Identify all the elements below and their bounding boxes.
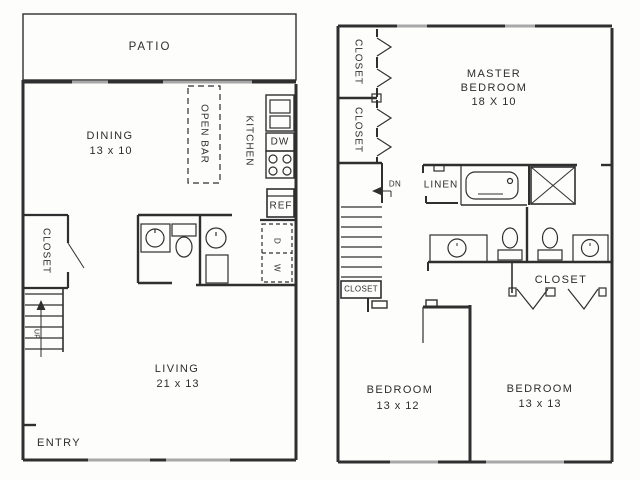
dining-dims: 13 x 10 bbox=[89, 145, 133, 157]
bifold-door bbox=[376, 37, 393, 57]
patio-label: PATIO bbox=[128, 41, 172, 53]
open-bar-counter bbox=[187, 85, 221, 184]
bifold-door bbox=[376, 68, 393, 88]
stair-closet bbox=[340, 280, 388, 312]
stairs-down-label: DN bbox=[388, 179, 402, 189]
kitchen-label: KITCHEN bbox=[243, 115, 255, 167]
closet-label-f1: CLOSET bbox=[40, 227, 52, 275]
toilet bbox=[537, 227, 563, 261]
hall-closet-label: CLOSET bbox=[534, 274, 588, 286]
entry-closet bbox=[23, 213, 70, 290]
bath-row bbox=[422, 163, 612, 206]
dining-label: DINING bbox=[86, 130, 134, 142]
bedroom3-dims: 13 x 13 bbox=[518, 398, 562, 410]
door-swing bbox=[67, 242, 85, 269]
bifold-door bbox=[516, 288, 549, 310]
master-bedroom-label-2: BEDROOM bbox=[460, 82, 528, 94]
water-heater bbox=[205, 227, 227, 249]
toilet bbox=[497, 227, 523, 261]
dryer-label: D bbox=[272, 237, 282, 245]
stair-closet-label: CLOSET bbox=[344, 284, 378, 294]
refrigerator-box bbox=[266, 188, 295, 218]
vanity-row bbox=[427, 207, 612, 271]
linen-door-jamb bbox=[433, 164, 445, 172]
second-floor-walls bbox=[336, 24, 614, 464]
bedroom3-label: BEDROOM bbox=[506, 383, 574, 395]
first-floor bbox=[21, 13, 298, 462]
washer-dryer-stack bbox=[261, 223, 293, 283]
bathroom-sink bbox=[140, 223, 171, 253]
bath-walls bbox=[136, 213, 296, 287]
door-jamb bbox=[425, 299, 438, 308]
washer-label: W bbox=[272, 264, 282, 272]
closet-upper bbox=[376, 29, 393, 97]
bedroom-divider bbox=[422, 299, 472, 462]
kitchen-sink bbox=[265, 94, 295, 132]
master-bedroom-dims: 18 X 10 bbox=[471, 96, 517, 108]
open-bar-label: OPEN BAR bbox=[198, 104, 210, 164]
refrigerator-label: REF bbox=[269, 200, 293, 212]
bifold-door bbox=[376, 137, 393, 157]
dishwasher-label: DW bbox=[270, 136, 290, 148]
entry-label: ENTRY bbox=[36, 437, 82, 449]
closet-upper-label: CLOSET bbox=[352, 38, 364, 86]
hall-closet bbox=[508, 262, 607, 311]
bedroom2-dims: 13 x 12 bbox=[376, 400, 420, 412]
stairs-up bbox=[25, 288, 64, 357]
hvac-unit bbox=[205, 254, 229, 284]
stairs-down bbox=[341, 163, 392, 278]
toilet bbox=[171, 223, 197, 258]
bathtub bbox=[460, 165, 527, 206]
bedroom2-label: BEDROOM bbox=[366, 384, 434, 396]
bifold-door bbox=[376, 108, 393, 128]
closet-lower bbox=[376, 100, 393, 163]
bifold-door bbox=[567, 288, 599, 311]
patio-outline bbox=[22, 13, 297, 81]
stairs-up-label: UP bbox=[32, 328, 40, 340]
shower bbox=[530, 166, 576, 205]
second-floor-windows bbox=[390, 24, 564, 464]
linen-label: LINEN bbox=[423, 179, 459, 191]
living-dims: 21 x 13 bbox=[156, 378, 200, 390]
stove bbox=[265, 150, 295, 179]
second-floor bbox=[336, 24, 614, 464]
master-bedroom-label-1: MASTER bbox=[466, 68, 522, 80]
living-label: LIVING bbox=[154, 363, 200, 375]
closet-lower-label: CLOSET bbox=[352, 106, 364, 154]
first-floor-windows bbox=[72, 80, 252, 462]
